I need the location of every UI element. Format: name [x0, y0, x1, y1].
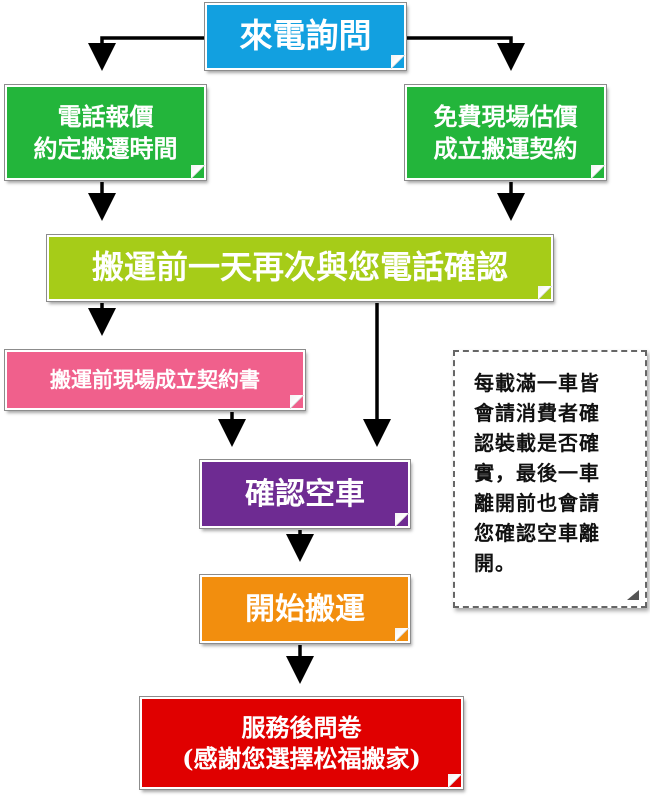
inquiry-box: 來電詢問 — [204, 2, 407, 71]
note-line: 離開前也會請 — [474, 491, 600, 515]
phone-quote-line1: 電話報價 — [57, 102, 154, 132]
page-curl-icon — [627, 590, 639, 600]
note-line: 會請消費者確 — [474, 401, 600, 425]
day-before-confirm-label: 搬運前一天再次與您電話確認 — [91, 248, 508, 287]
start-moving-label: 開始搬運 — [245, 591, 365, 627]
phone-quote-box: 電話報價 約定搬遷時間 — [4, 84, 207, 181]
note-line: 您確認空車離 — [474, 521, 600, 545]
note-line: 每載滿一車皆 — [474, 371, 600, 395]
phone-quote-line2: 約定搬遷時間 — [33, 133, 178, 163]
onsite-contract-box: 搬運前現場成立契約書 — [4, 349, 306, 411]
onsite-estimate-box: 免費現場估價 成立搬運契約 — [404, 84, 607, 181]
onsite-contract-label: 搬運前現場成立契約書 — [50, 367, 260, 393]
onsite-estimate-line1: 免費現場估價 — [433, 102, 578, 132]
onsite-estimate-line2: 成立搬運契約 — [433, 133, 578, 163]
day-before-confirm-box: 搬運前一天再次與您電話確認 — [46, 234, 554, 302]
survey-line2: (感謝您選擇松福搬家) — [182, 744, 421, 773]
note-line: 實，最後一車 — [474, 461, 600, 485]
survey-line1: 服務後問卷 — [241, 712, 362, 742]
survey-box: 服務後問卷 (感謝您選擇松福搬家) — [139, 696, 464, 790]
note-line: 認裝載是否確 — [474, 431, 600, 455]
arrow-inquiry-to-phone-quote — [88, 36, 205, 71]
inquiry-label: 來電詢問 — [239, 16, 372, 56]
arrow-inquiry-to-onsite-estimate — [406, 36, 525, 71]
confirm-empty-truck-box: 確認空車 — [199, 459, 411, 529]
note-box: 每載滿一車皆 會請消費者確 認裝載是否確 實，最後一車 離開前也會請 您確認空車… — [453, 350, 647, 608]
note-line: 開。 — [474, 551, 516, 575]
confirm-empty-truck-label: 確認空車 — [245, 476, 365, 512]
start-moving-box: 開始搬運 — [199, 574, 411, 644]
